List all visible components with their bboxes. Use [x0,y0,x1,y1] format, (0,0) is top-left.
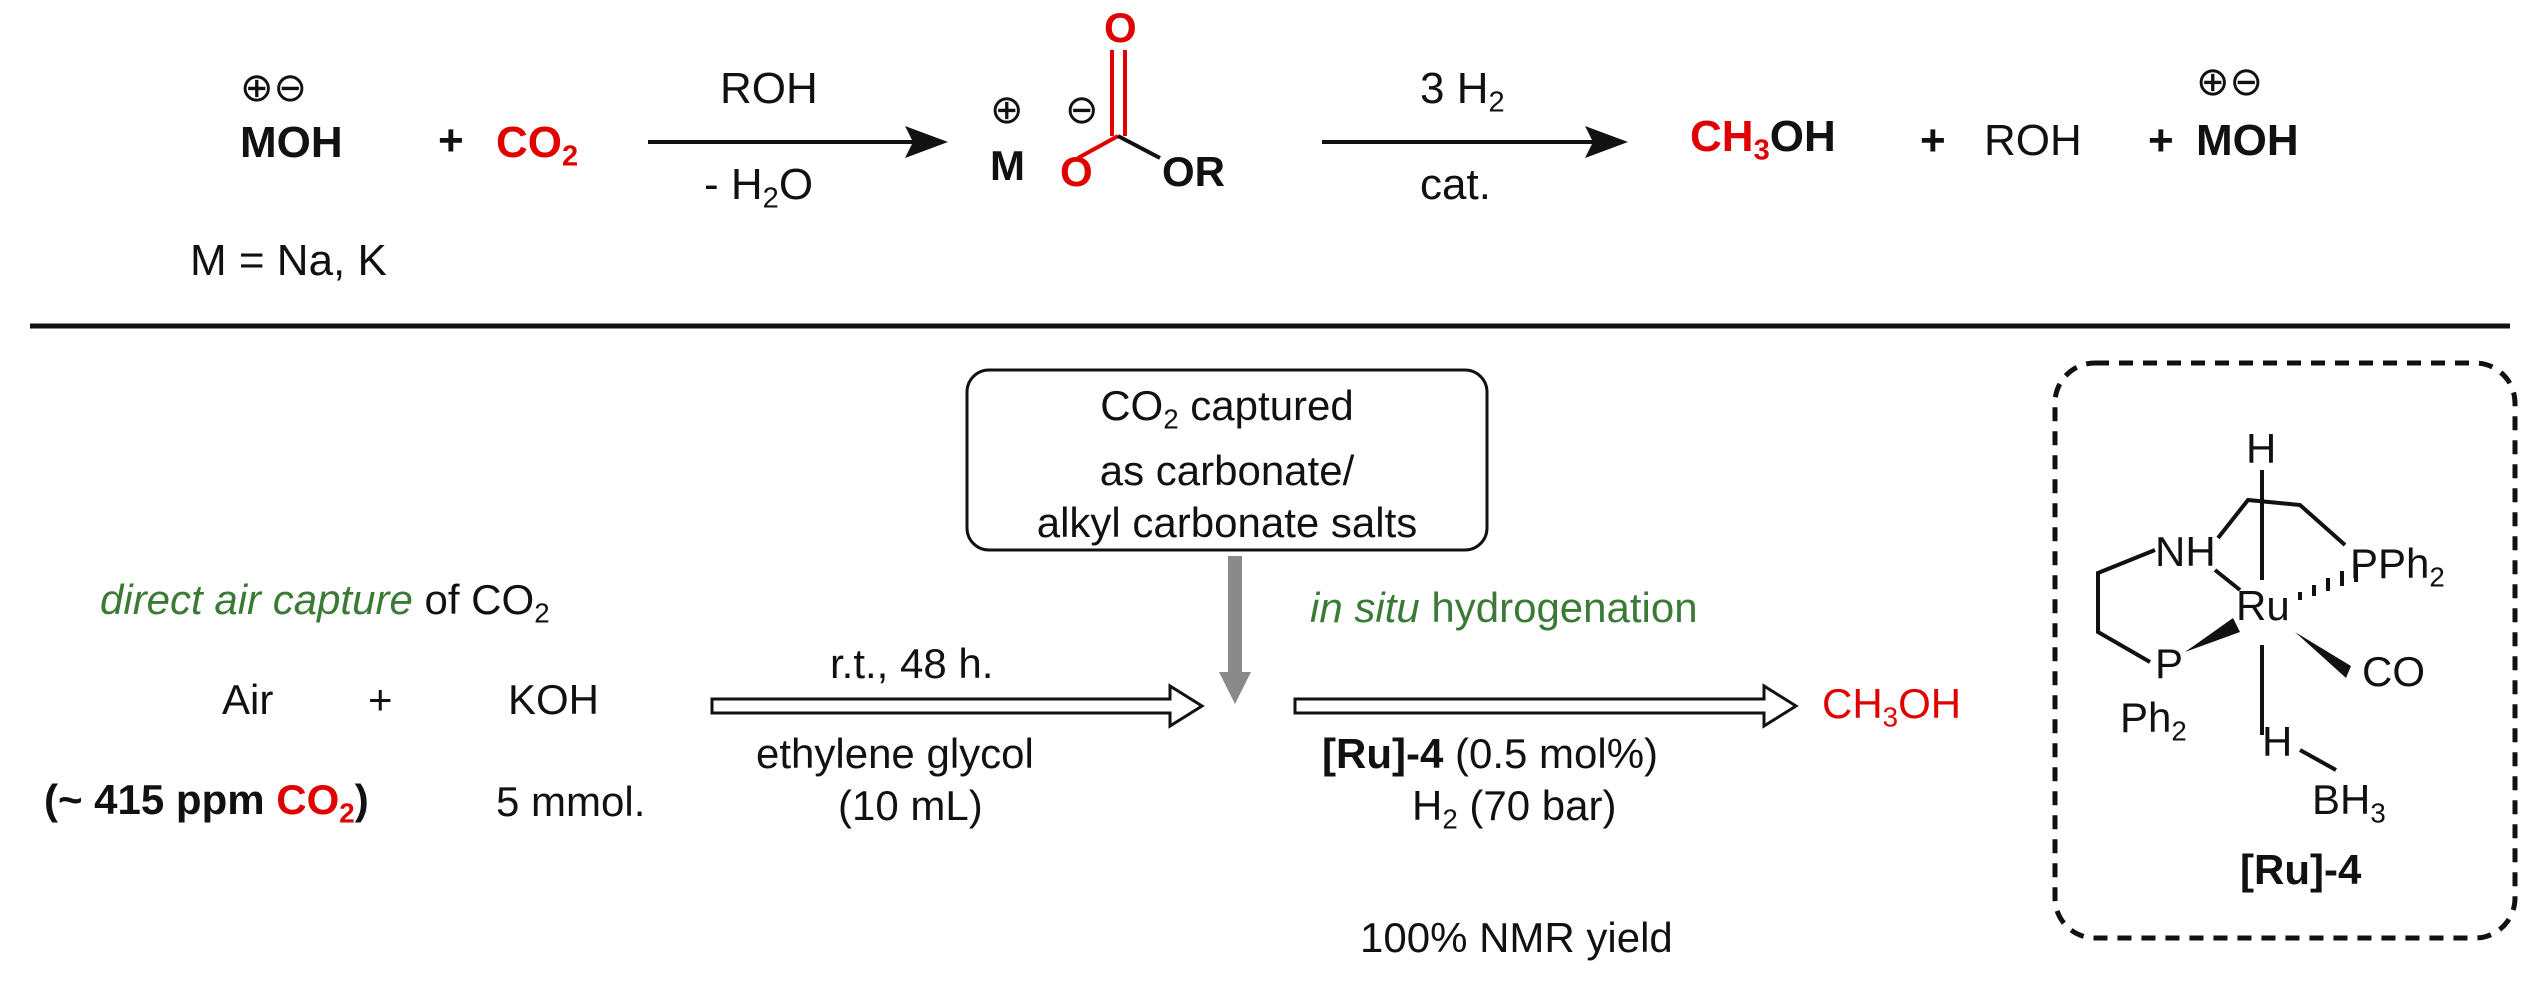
product-base: MOH [2196,116,2299,165]
capture-volume: (10 mL) [838,782,983,829]
catalyst-label: [Ru]-4 [2240,846,2362,893]
capture-solvent: ethylene glycol [756,730,1034,777]
cat-atom-ph2: Ph2 [2120,694,2187,747]
dac-label: direct air capture of CO2 [100,576,550,629]
air-label: Air [222,676,274,723]
carbonate-cation-charge: ⊕ [990,88,1024,132]
plus-1: + [438,116,464,165]
step2-below: cat. [1420,160,1491,209]
koh-amount: 5 mmol. [496,778,646,825]
catalyst-bonds [2096,470,2347,772]
carbonate-carbonyl-o: O [1104,4,1137,51]
cat-atom-co: CO [2362,648,2425,695]
product-base-charges: ⊕⊖ [2196,60,2264,104]
carbonate-anion-charge: ⊖ [1065,88,1099,132]
hydrogenation-label: in situ hydrogenation [1310,584,1698,631]
cat-atom-h-bottom: H [2262,718,2293,765]
methanol-bottom: CH3OH [1822,680,1962,733]
step2-above: 3 H2 [1420,64,1505,119]
plus-air-koh: + [368,676,393,723]
step1-below: - H2O [704,160,814,215]
reactant-base: MOH [240,118,343,167]
cat-atom-p-left: P [2155,640,2184,687]
capture-conditions: r.t., 48 h. [830,640,994,687]
hollow-arrow-capture [710,683,1205,729]
reaction-arrow-1 [648,126,948,158]
reactant-charges: ⊕⊖ [240,66,308,110]
cat-atom-nh: NH [2155,528,2216,575]
hashed-bond-ru-pph2 [2298,564,2358,600]
carbonate-bonds [1077,50,1161,160]
wedge-bond-p-ru [2185,618,2240,652]
catalyst-loading: [Ru]-4 (0.5 mol%) [1322,730,1659,777]
cat-atom-bh3: BH3 [2312,776,2386,829]
bond-nh-ru [2213,568,2242,592]
capture-box-text: CO2 captured as carbonate/ alkyl carbona… [1036,382,1418,547]
cat-atom-ru: Ru [2236,582,2290,629]
cat-atom-h-top: H [2246,425,2277,472]
step1-above: ROH [720,64,818,113]
gray-down-arrow [1219,556,1251,704]
h2-pressure: H2 (70 bar) [1412,782,1617,835]
cat-atom-pph2-right: PPh2 [2350,540,2445,593]
carbonate-anion-o: O [1060,148,1093,195]
methanol-product: CH3OH [1690,112,1836,167]
metal-note: M = Na, K [190,236,387,285]
reaction-arrow-2 [1322,126,1628,158]
hollow-arrow-hydrogenation [1293,683,1799,729]
nmr-yield: 100% NMR yield [1360,914,1673,961]
co2-reactant: CO2 [496,118,579,173]
koh-label: KOH [508,676,600,723]
carbonate-metal: M [990,142,1025,189]
wedge-bond-ru-co [2295,632,2351,678]
catalyst-box [2052,360,2518,941]
plus-3: + [2148,116,2174,165]
plus-2: + [1920,116,1946,165]
capture-box [965,368,1489,552]
roh-product: ROH [1984,116,2082,165]
carbonate-or: OR [1162,148,1225,195]
ppm-label: (~ 415 ppm CO2) [44,776,369,829]
